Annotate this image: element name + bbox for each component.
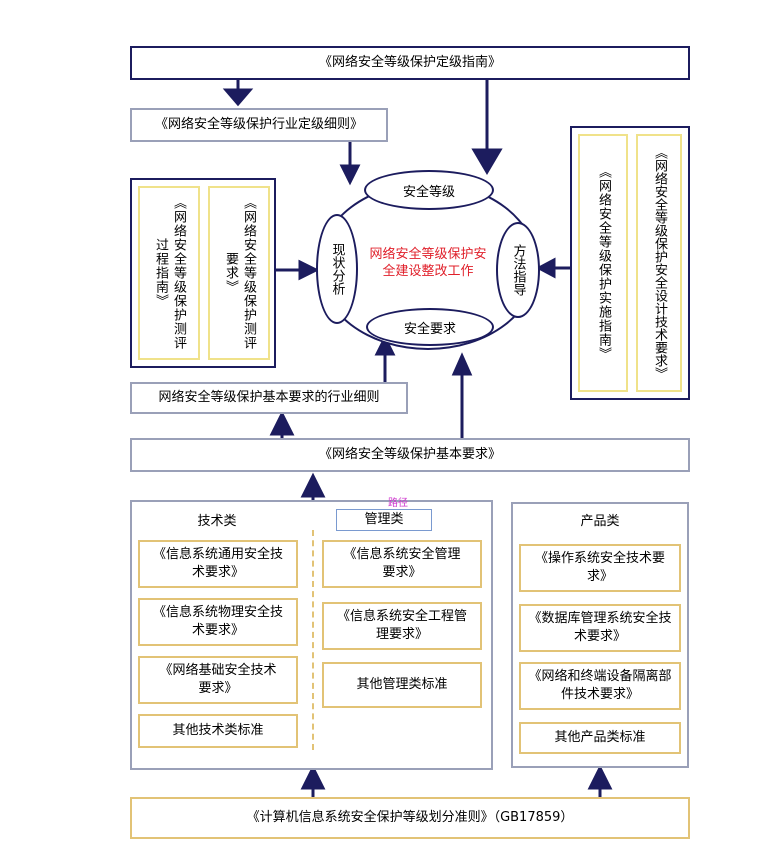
grading-guide-box: 《网络安全等级保护定级指南》 <box>130 46 690 80</box>
oval-security-level: 安全等级 <box>364 170 494 210</box>
mgmt-heading-box: 管理类 <box>336 509 432 531</box>
arrow-head <box>535 257 556 279</box>
tech-item-label: 《信息系统通用安全技术要求》 <box>152 547 283 580</box>
mgmt-item: 其他管理类标准 <box>322 662 482 708</box>
basic-industry-label: 网络安全等级保护基本要求的行业细则 <box>158 390 380 405</box>
tech-item: 其他技术类标准 <box>138 714 298 748</box>
product-item: 《数据库管理系统安全技术要求》 <box>519 604 681 652</box>
mgmt-heading: 管理类 <box>364 512 404 527</box>
eval-req-box: 《网络安全等级保护测评要求》 <box>208 186 270 360</box>
product-item-label: 其他产品类标准 <box>554 730 646 745</box>
grading-guide-label: 《网络安全等级保护定级指南》 <box>318 55 501 70</box>
product-heading: 产品类 <box>580 514 620 529</box>
tech-item-label: 《网络基础安全技术要求》 <box>159 663 277 696</box>
central-title: 网络安全等级保护安全建设整改工作 <box>369 247 487 279</box>
mgmt-item-label: 其他管理类标准 <box>356 677 448 692</box>
oval-method-guidance: 方法指导 <box>496 222 540 318</box>
arrow-head <box>451 352 473 376</box>
arrow-head <box>300 472 326 498</box>
process-guide-label: 《网络安全等级保护测评过程指南》 <box>153 196 186 350</box>
basic-industry-box: 网络安全等级保护基本要求的行业细则 <box>130 382 408 414</box>
tech-item: 《信息系统通用安全技术要求》 <box>138 540 298 588</box>
arrow-head <box>471 148 503 175</box>
mgmt-item: 《信息系统安全工程管理要求》 <box>322 602 482 650</box>
design-req-label: 《网络安全等级保护安全设计技术要求》 <box>652 146 667 380</box>
product-item-label: 《数据库管理系统安全技术要求》 <box>528 611 672 644</box>
design-req-box: 《网络安全等级保护安全设计技术要求》 <box>636 134 682 392</box>
mgmt-path-tag: 路径 <box>388 498 408 509</box>
industry-grading-label: 《网络安全等级保护行业定级细则》 <box>154 117 363 132</box>
oval-method-guidance-label: 方法指导 <box>510 244 526 296</box>
oval-security-level-label: 安全等级 <box>402 184 455 200</box>
basic-req-label: 《网络安全等级保护基本要求》 <box>318 447 501 462</box>
arrow-head <box>222 88 254 107</box>
category-divider <box>312 530 314 750</box>
oval-security-requirements: 安全要求 <box>366 308 494 346</box>
impl-guide-label: 《网络安全等级保护实施指南》 <box>596 165 611 361</box>
tech-heading: 技术类 <box>197 514 237 529</box>
product-item-label: 《网络和终端设备隔离部件技术要求》 <box>528 669 672 702</box>
product-item-label: 《操作系统安全技术要求》 <box>535 551 666 584</box>
oval-security-requirements-label: 安全要求 <box>403 321 456 337</box>
product-item: 其他产品类标准 <box>519 722 681 754</box>
tech-item-label: 其他技术类标准 <box>172 723 264 738</box>
oval-status-analysis-label: 现状分析 <box>329 243 345 295</box>
gb17859-label: 《计算机信息系统安全保护等级划分准则》（GB17859） <box>246 810 574 825</box>
arrow-head <box>300 764 326 790</box>
arrow-head <box>298 259 320 281</box>
basic-req-box: 《网络安全等级保护基本要求》 <box>130 438 690 472</box>
oval-status-analysis: 现状分析 <box>316 214 358 324</box>
mgmt-item-label: 《信息系统安全管理要求》 <box>343 547 461 580</box>
tech-item: 《网络基础安全技术要求》 <box>138 656 298 704</box>
tech-item-label: 《信息系统物理安全技术要求》 <box>152 605 283 638</box>
eval-req-label: 《网络安全等级保护测评要求》 <box>223 196 256 350</box>
mgmt-item: 《信息系统安全管理要求》 <box>322 540 482 588</box>
process-guide-box: 《网络安全等级保护测评过程指南》 <box>138 186 200 360</box>
impl-guide-box: 《网络安全等级保护实施指南》 <box>578 134 628 392</box>
product-item: 《操作系统安全技术要求》 <box>519 544 681 592</box>
industry-grading-box: 《网络安全等级保护行业定级细则》 <box>130 108 388 142</box>
mgmt-item-label: 《信息系统安全工程管理要求》 <box>336 609 467 642</box>
arrow-head <box>269 410 295 436</box>
gb17859-box: 《计算机信息系统安全保护等级划分准则》（GB17859） <box>130 797 690 839</box>
arrow-head <box>374 334 396 356</box>
arrow-head <box>587 764 613 790</box>
arrow-head <box>339 164 361 186</box>
product-item: 《网络和终端设备隔离部件技术要求》 <box>519 662 681 710</box>
tech-item: 《信息系统物理安全技术要求》 <box>138 598 298 646</box>
